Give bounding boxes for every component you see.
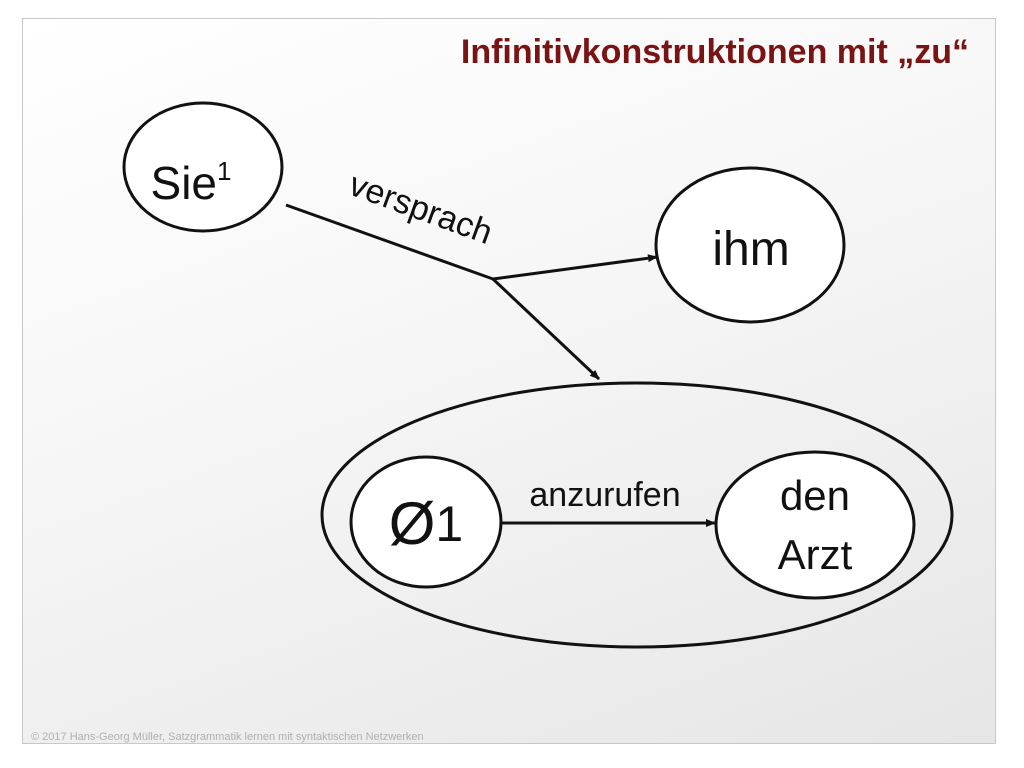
node-sie-superscript: 1 bbox=[217, 156, 231, 186]
edge-versprach-to-ihm bbox=[492, 254, 658, 281]
slide: Infinitivkonstruktionen mit „zu“ Sie1 ih… bbox=[22, 18, 996, 744]
edge-versprach: versprach bbox=[285, 165, 658, 381]
node-ihm: ihm bbox=[654, 166, 846, 324]
svg-text:Sie1: Sie1 bbox=[151, 156, 232, 209]
node-den-arzt: den Arzt bbox=[714, 450, 916, 600]
node-sie: Sie1 bbox=[122, 101, 284, 233]
node-arzt-ellipse bbox=[714, 450, 916, 600]
node-arzt-line1: den bbox=[780, 472, 850, 519]
node-ihm-label: ihm bbox=[712, 223, 789, 276]
node-ihm-ellipse bbox=[654, 166, 846, 324]
edge-versprach-label: versprach bbox=[344, 165, 497, 252]
edge-anzurufen: anzurufen bbox=[501, 476, 716, 527]
svg-text:Ø1: Ø1 bbox=[389, 490, 463, 557]
node-sie-label: Sie bbox=[151, 157, 217, 209]
edge-versprach-stem bbox=[285, 203, 494, 281]
edge-anzurufen-label: anzurufen bbox=[529, 476, 680, 514]
node-null-label: Ø bbox=[389, 490, 436, 557]
node-arzt-line2: Arzt bbox=[778, 531, 853, 578]
edge-versprach-to-clause bbox=[491, 277, 601, 381]
copyright-footer: © 2017 Hans-Georg Müller, Satzgrammatik … bbox=[31, 731, 424, 743]
slide-title: Infinitivkonstruktionen mit „zu“ bbox=[460, 33, 969, 71]
infinitive-clause-ellipse bbox=[320, 381, 954, 649]
network-diagram: Sie1 ihm Ø1 den Arzt versprach bbox=[122, 101, 954, 649]
node-sie-ellipse bbox=[122, 101, 284, 233]
node-null-superscript: 1 bbox=[435, 496, 463, 552]
node-null-subject: Ø1 bbox=[349, 455, 503, 589]
